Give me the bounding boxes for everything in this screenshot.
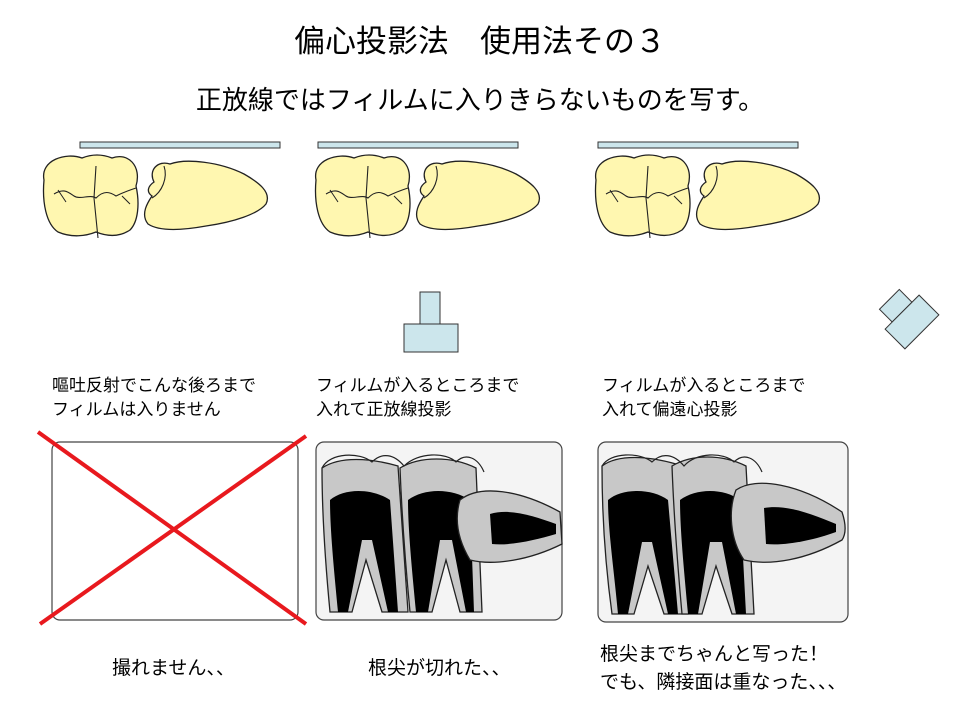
film-top bbox=[79, 141, 281, 149]
caption-line: フィルムが入るところまで bbox=[602, 376, 806, 396]
red-cross-line bbox=[38, 434, 308, 626]
tooth-pair bbox=[594, 154, 821, 239]
xray-tube-icon bbox=[403, 291, 459, 353]
film-top bbox=[597, 141, 799, 149]
caption-line: フィルムが入るところまで bbox=[316, 376, 520, 396]
panel-1-caption: 嘔吐反射でこんな後ろまで フィルムは入りません bbox=[52, 374, 256, 422]
panel-1-result: 撮れません、、 bbox=[112, 654, 235, 682]
panel-3-caption: フィルムが入るところまで 入れて偏遠心投影 bbox=[602, 374, 805, 422]
panel-3-result: 根尖までちゃんと写った！ でも、隣接面は重なった、、、 bbox=[600, 640, 846, 696]
result-line: 根尖までちゃんと写った！ bbox=[600, 643, 829, 665]
xray-panel-empty bbox=[36, 430, 308, 626]
caption-line: 嘔吐反射でこんな後ろまで bbox=[52, 376, 256, 396]
result-line: でも、隣接面は重なった、、、 bbox=[600, 671, 847, 693]
xray-panel-eccentric bbox=[597, 441, 849, 623]
red-cross-line bbox=[36, 430, 308, 626]
caption-line: フィルムは入りません bbox=[52, 400, 221, 420]
panel-2-result: 根尖が切れた、、 bbox=[368, 654, 511, 682]
page-subtitle: 正放線ではフィルムに入りきらないものを写す。 bbox=[195, 86, 765, 116]
tooth-pair bbox=[314, 154, 541, 239]
angled-xray-tube-icon bbox=[878, 288, 940, 350]
xray-panel-orthoradial bbox=[315, 441, 563, 621]
result-line: 撮れません、、 bbox=[112, 657, 235, 679]
tooth-pair bbox=[42, 154, 269, 239]
caption-line: 入れて正放線投影 bbox=[316, 400, 452, 420]
result-line: 根尖が切れた、、 bbox=[368, 657, 511, 679]
caption-line: 入れて偏遠心投影 bbox=[602, 400, 738, 420]
panel-2-caption: フィルムが入るところまで 入れて正放線投影 bbox=[316, 374, 519, 422]
film-top bbox=[317, 141, 519, 149]
page-title: 偏心投影法 使用法その３ bbox=[294, 24, 666, 60]
